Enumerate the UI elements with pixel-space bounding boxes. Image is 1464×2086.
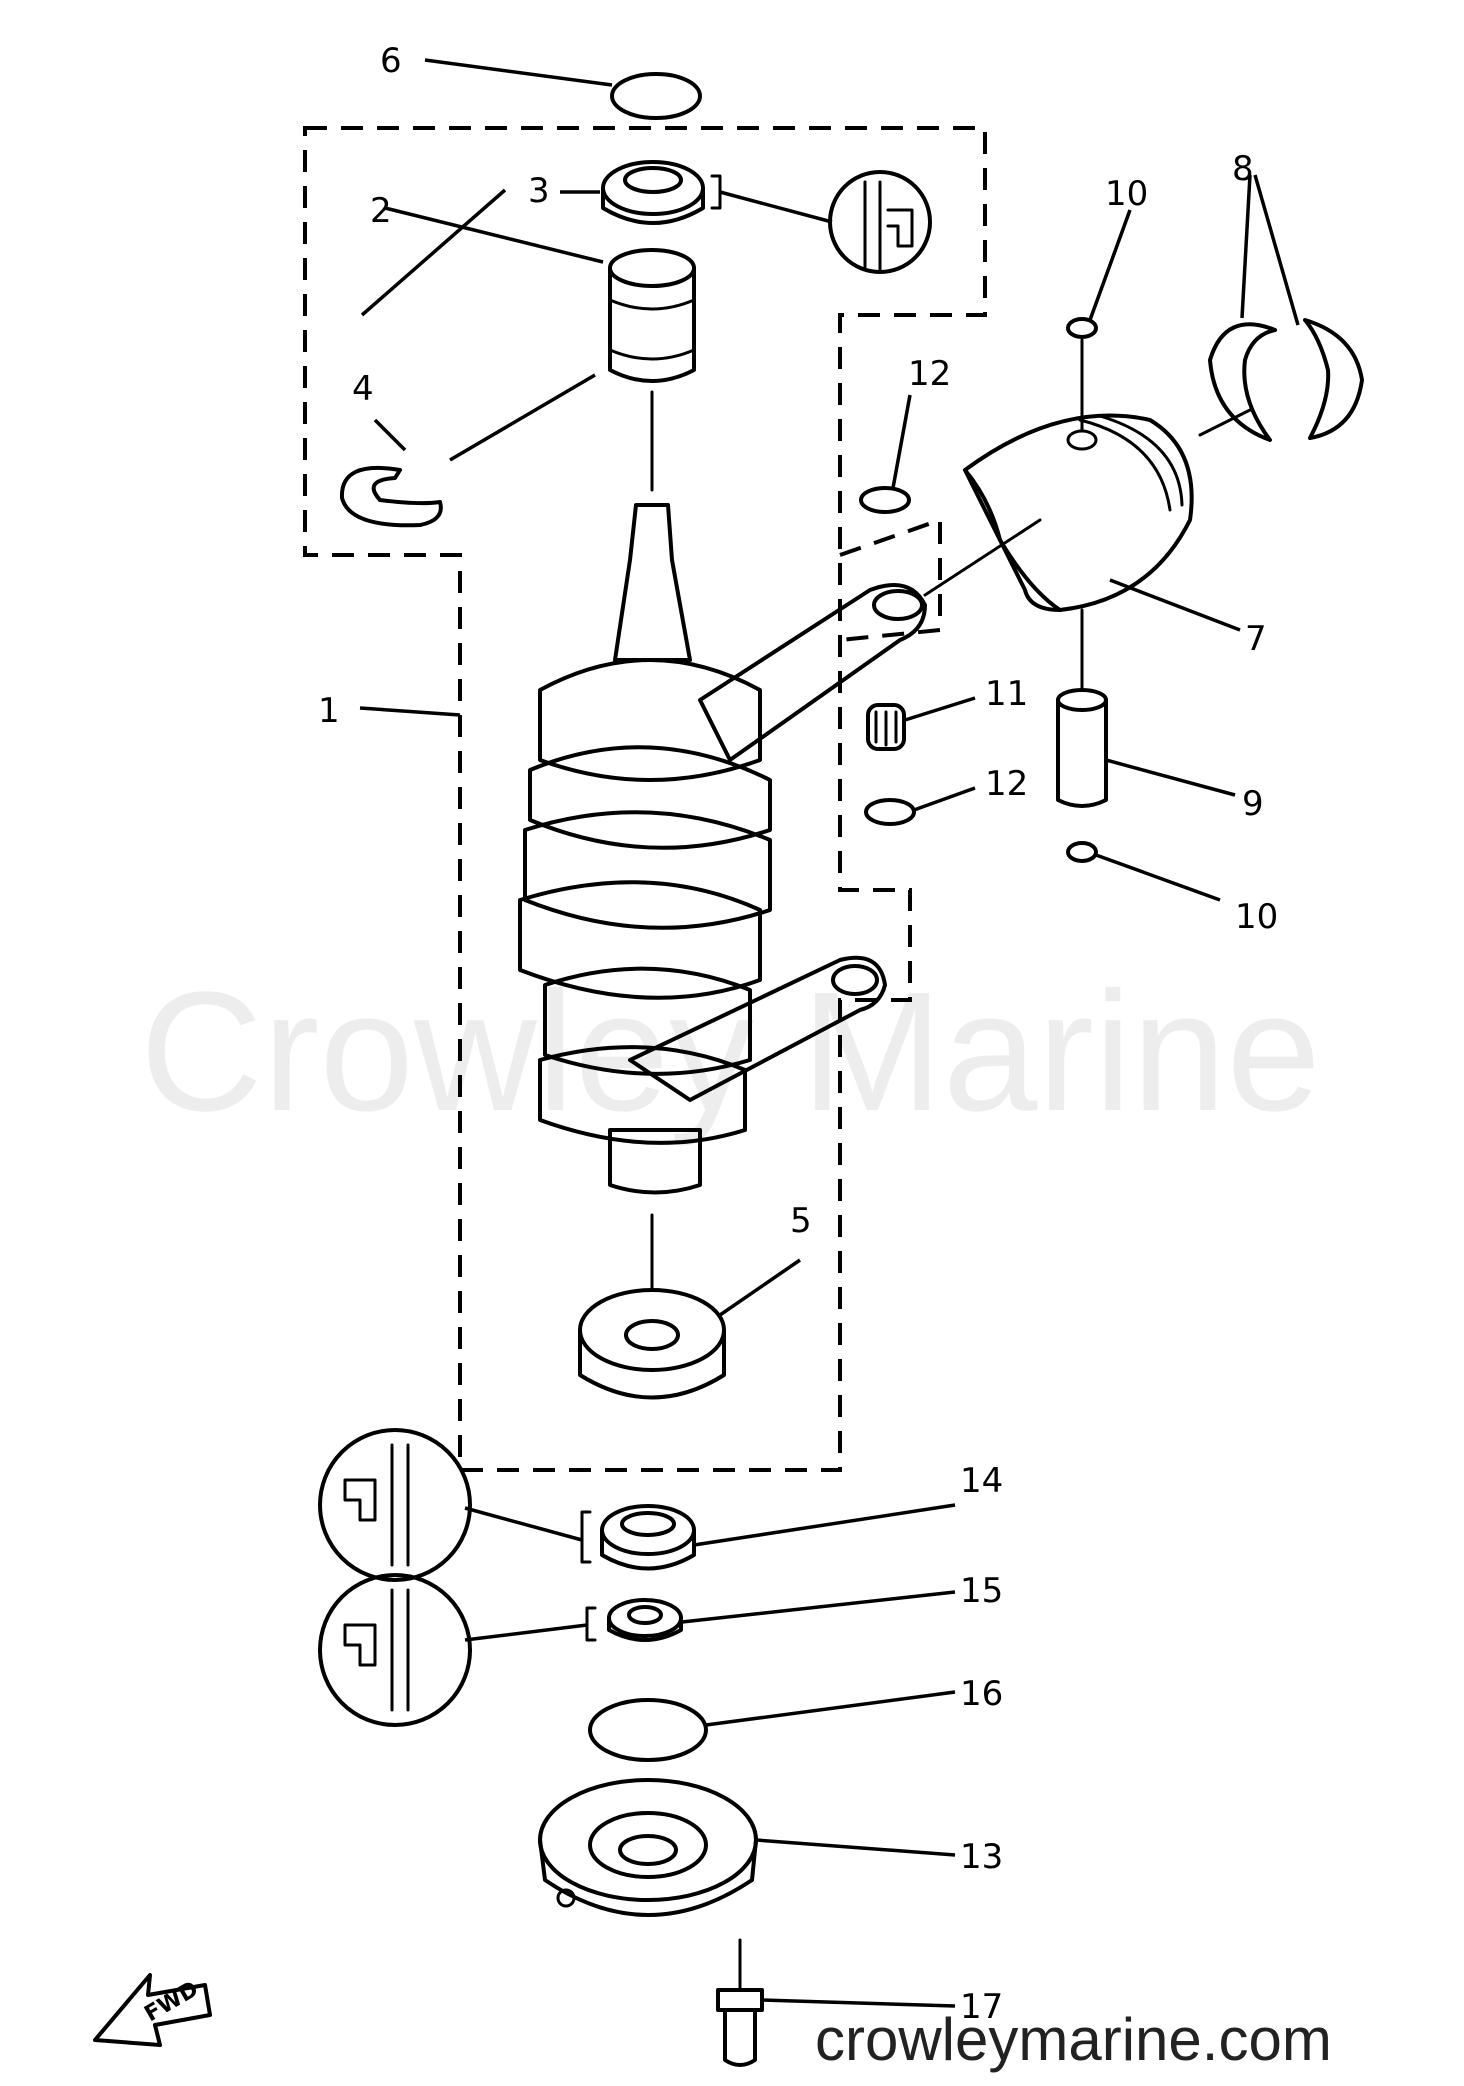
callout-4: 4: [352, 369, 374, 409]
seal-lip-detail-icon: [828, 170, 932, 274]
bracket-top: [710, 174, 722, 210]
callout-17: 17: [960, 1987, 1003, 2027]
seal-lip-detail-icon-15: [318, 1573, 472, 1727]
part-3-oil-seal: [601, 160, 705, 225]
part-8-piston-rings: [1198, 318, 1364, 442]
callout-12-top: 12: [908, 354, 951, 394]
callout-2: 2: [370, 191, 392, 231]
part-12-washer-top: [859, 486, 911, 514]
leader-detail-15: [464, 1623, 588, 1642]
part-14-oil-seal: [600, 1504, 696, 1571]
callout-13: 13: [960, 1837, 1003, 1877]
callout-6: 6: [380, 41, 402, 81]
part-7-piston: [963, 338, 1194, 692]
bracket-15: [585, 1606, 597, 1642]
callout-10-bottom: 10: [1235, 897, 1278, 937]
part-10-clip-bottom: [1066, 841, 1098, 863]
callout-9: 9: [1242, 784, 1264, 824]
part-5-ball-bearing: [578, 1288, 726, 1400]
connecting-rod: [698, 518, 1042, 762]
part-2-bearing: [608, 248, 696, 383]
part-17-bolt: [716, 1938, 764, 2067]
assembly-boundary-rod: [839, 517, 942, 642]
callout-14: 14: [960, 1461, 1003, 1501]
callout-labels: 6 3 2 4 1 5 14 15 16 13 17 8 10 12 11 12…: [318, 41, 1278, 2027]
part-12-washer-bottom: [864, 798, 916, 826]
callout-1: 1: [318, 691, 340, 731]
callout-12-bottom: 12: [985, 764, 1028, 804]
part-11-needle-bearing: [866, 703, 906, 751]
site-url-label: crowleymarine.com: [815, 2006, 1332, 2073]
callout-5: 5: [790, 1201, 812, 1241]
callout-16: 16: [960, 1674, 1003, 1714]
leader-lines: [359, 58, 1300, 2008]
fwd-arrow-icon: FWD: [93, 1973, 212, 2047]
callout-3: 3: [528, 171, 550, 211]
part-15-seal: [607, 1598, 683, 1642]
leader-detail-top: [719, 190, 833, 224]
part-16-o-ring: [588, 1698, 708, 1762]
part-10-clip-top: [1066, 317, 1098, 339]
part-1-crankshaft: [518, 390, 887, 1292]
bracket-14: [580, 1510, 592, 1564]
callout-7: 7: [1245, 619, 1267, 659]
callout-11: 11: [985, 674, 1028, 714]
part-4-circlip: [339, 465, 443, 528]
part-9-piston-pin: [1056, 688, 1108, 808]
leader-detail-14: [464, 1506, 583, 1542]
part-13-housing: [538, 1778, 758, 1917]
callout-10-top: 10: [1105, 174, 1148, 214]
seal-lip-detail-icon-14: [318, 1428, 472, 1582]
callout-8: 8: [1232, 149, 1254, 189]
callout-15: 15: [960, 1571, 1003, 1611]
assembly-boundary-main: [303, 126, 987, 1472]
watermark-text: Crowley Marine: [140, 957, 1321, 1147]
part-6-o-ring: [610, 72, 702, 120]
